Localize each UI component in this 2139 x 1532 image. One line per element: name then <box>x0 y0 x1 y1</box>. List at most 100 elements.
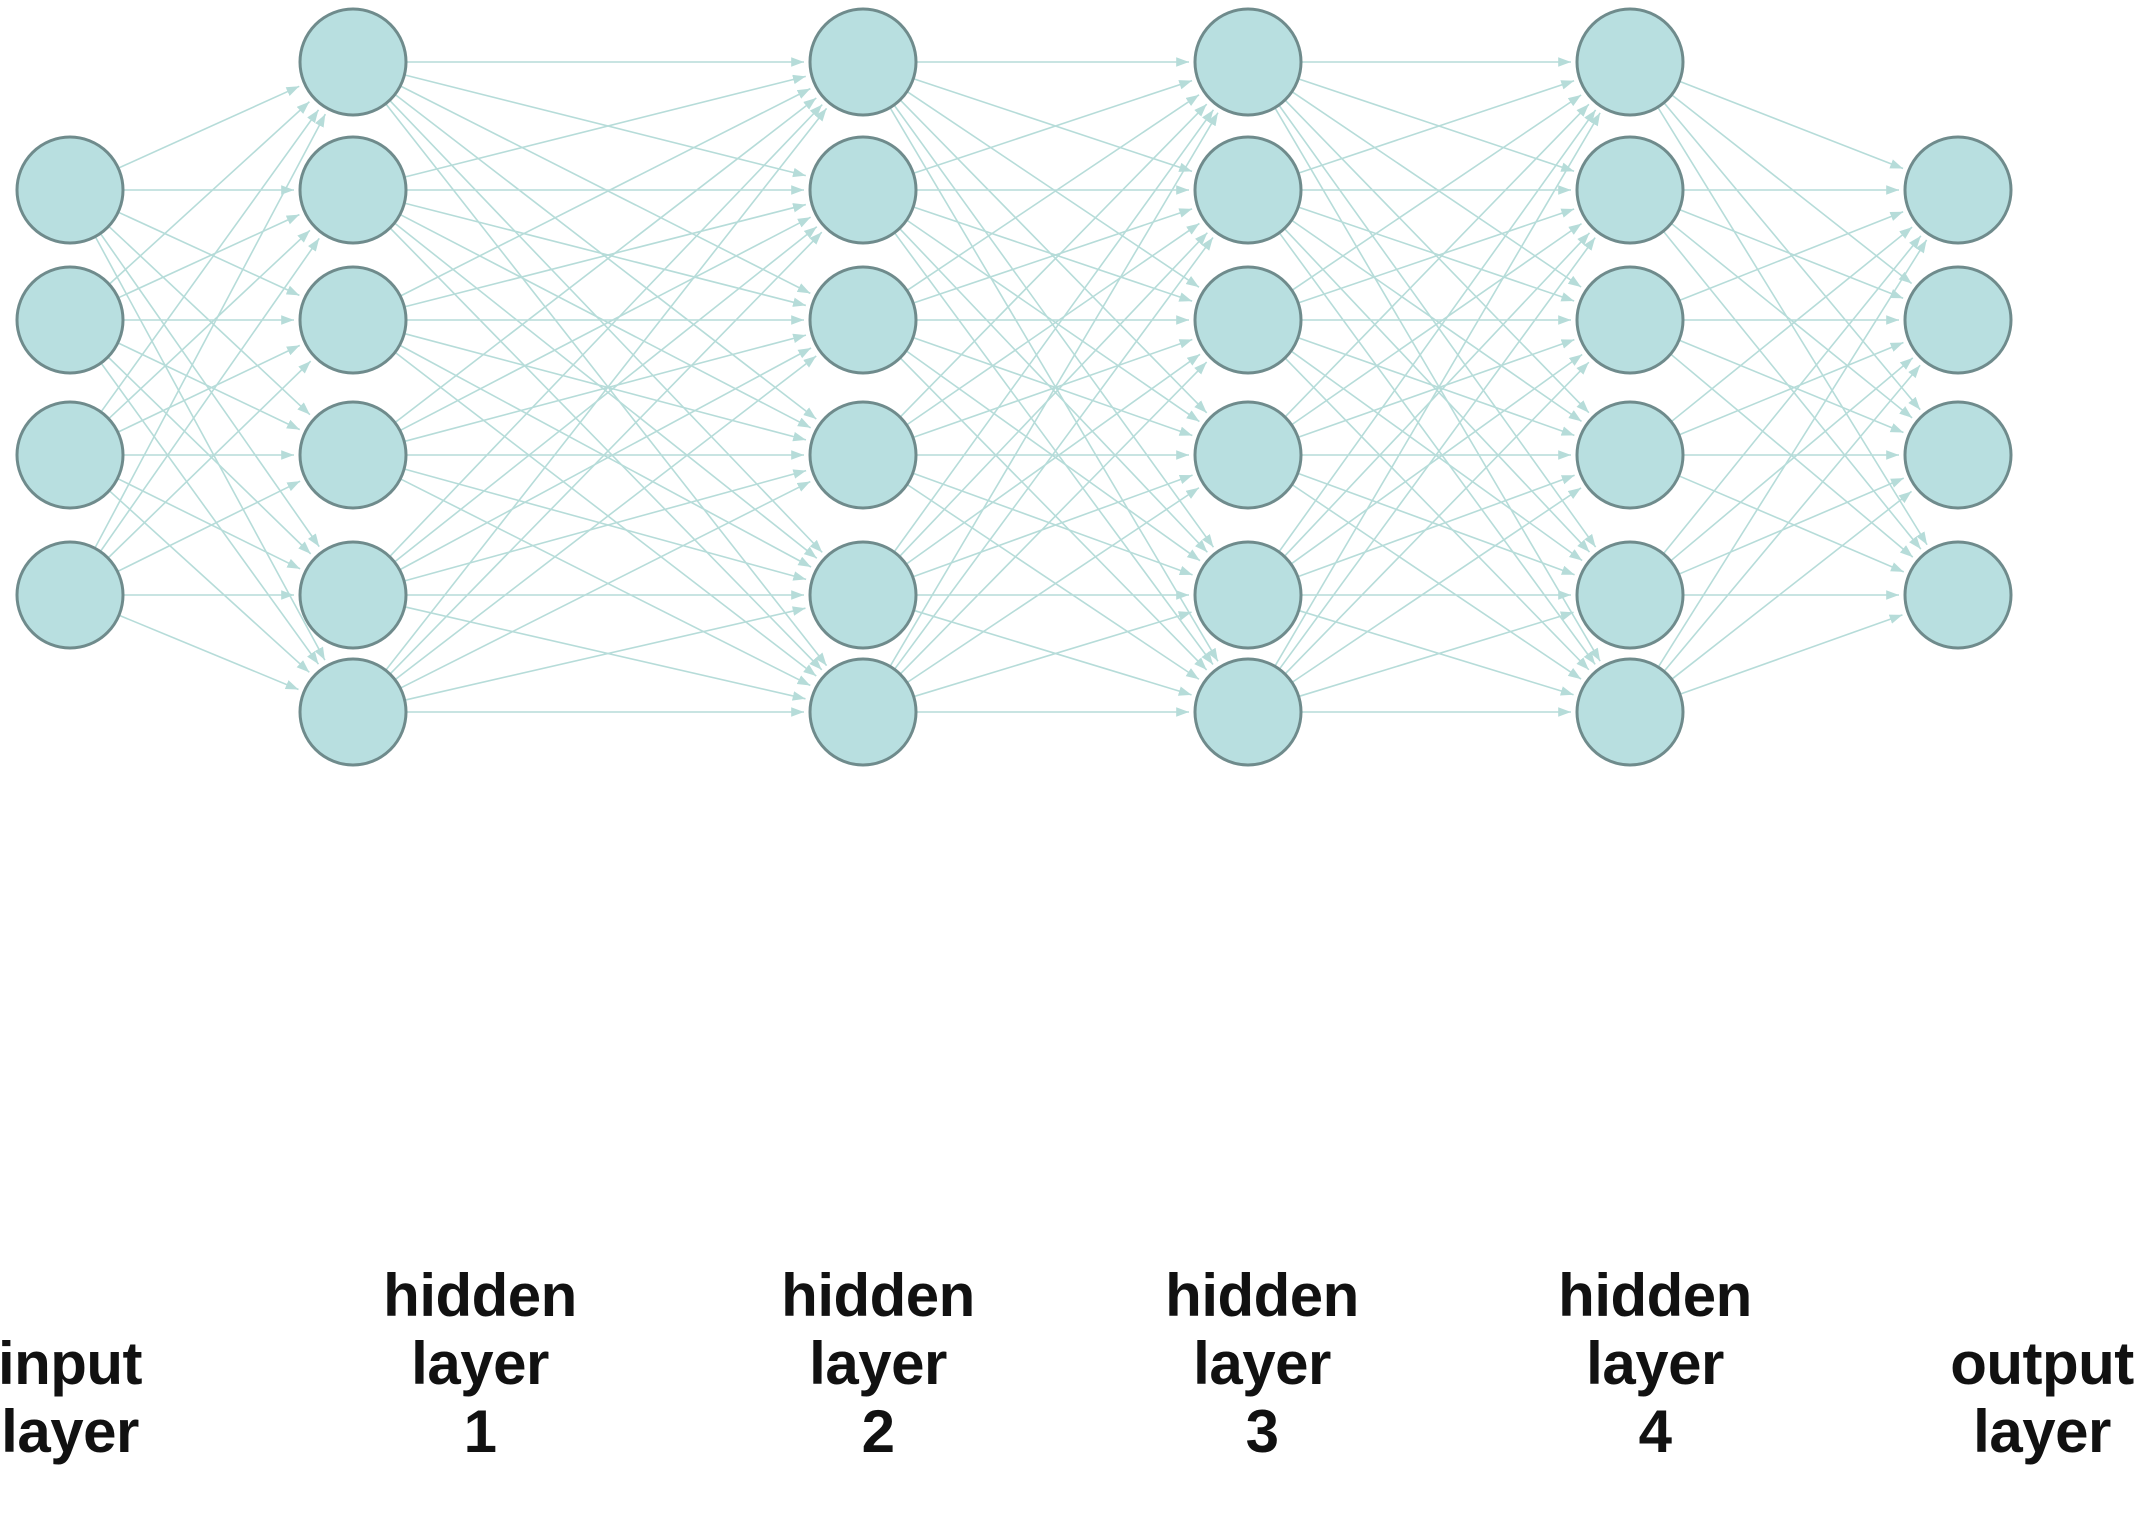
edge-hidden-4-2-to-output-2 <box>1679 339 1904 434</box>
edge-hidden-3-5-to-hidden-4-0 <box>1274 112 1601 666</box>
node-hidden-4-4[interactable] <box>1575 400 1685 510</box>
edge-hidden-2-4-to-hidden-3-1 <box>899 232 1208 557</box>
edge-input-0-to-hidden-1-0 <box>118 85 300 169</box>
node-hidden-1-5[interactable] <box>298 540 408 650</box>
node-hidden-4-2[interactable] <box>1575 135 1685 245</box>
edge-hidden-3-1-to-hidden-4-0 <box>1298 79 1575 174</box>
layer-label-line: 4 <box>1638 1397 1672 1465</box>
edge-hidden-2-4-to-hidden-3-3 <box>913 474 1193 578</box>
node-hidden-3-4[interactable] <box>1193 400 1303 510</box>
edge-hidden-3-0-to-hidden-4-4 <box>1278 105 1597 548</box>
node-hidden-1-4[interactable] <box>298 400 408 510</box>
edge-hidden-2-0-to-hidden-3-1 <box>913 78 1193 173</box>
node-output-4[interactable] <box>1903 540 2013 650</box>
node-hidden-3-2[interactable] <box>1193 135 1303 245</box>
node-hidden-4-6[interactable] <box>1575 657 1685 767</box>
node-hidden-2-4[interactable] <box>808 400 918 510</box>
node-output-1[interactable] <box>1903 135 2013 245</box>
node-hidden-2-5[interactable] <box>808 540 918 650</box>
edge-hidden-4-1-to-output-3 <box>1663 231 1922 550</box>
edge-hidden-2-0-to-hidden-3-4 <box>893 105 1215 548</box>
layer-label-line: 2 <box>861 1397 895 1465</box>
edge-hidden-1-1-to-hidden-2-4 <box>394 222 818 559</box>
edge-hidden-3-1-to-hidden-4-2 <box>1298 206 1575 302</box>
layer-label-line: output <box>1950 1330 2134 1397</box>
edge-hidden-3-2-to-hidden-4-3 <box>1298 337 1575 437</box>
edge-hidden-3-3-to-hidden-4-5 <box>1292 484 1582 680</box>
edge-hidden-4-5-to-output-1 <box>1664 364 1921 672</box>
edge-hidden-1-2-to-hidden-2-5 <box>395 352 817 677</box>
node-hidden-1-1[interactable] <box>298 7 408 117</box>
edge-input-0-to-hidden-1-4 <box>100 233 320 548</box>
edge-input-1-to-hidden-1-5 <box>100 363 320 665</box>
edges-group <box>94 57 1928 717</box>
edge-input-2-to-hidden-1-4 <box>118 478 301 570</box>
edge-hidden-1-3-to-hidden-2-5 <box>400 478 811 687</box>
node-output-3[interactable] <box>1903 400 2013 510</box>
edge-hidden-2-2-to-hidden-3-0 <box>907 94 1200 291</box>
edge-hidden-2-3-to-hidden-3-1 <box>907 222 1200 426</box>
node-hidden-3-6[interactable] <box>1193 657 1303 767</box>
edge-hidden-3-3-to-hidden-4-0 <box>1285 103 1590 417</box>
edge-input-0-to-hidden-1-5 <box>95 237 326 661</box>
node-hidden-2-1[interactable] <box>808 7 918 117</box>
node-hidden-3-1[interactable] <box>1193 7 1303 117</box>
edge-hidden-4-3-to-output-0 <box>1671 226 1913 422</box>
node-hidden-4-3[interactable] <box>1575 265 1685 375</box>
layer-label-line: input <box>0 1330 143 1397</box>
edge-input-1-to-hidden-1-0 <box>109 101 310 285</box>
node-hidden-3-5[interactable] <box>1193 540 1303 650</box>
node-hidden-2-6[interactable] <box>808 657 918 767</box>
edge-hidden-3-2-to-hidden-4-1 <box>1298 208 1575 304</box>
edge-input-3-to-hidden-1-1 <box>100 237 320 552</box>
edge-input-1-to-hidden-1-3 <box>118 342 301 431</box>
node-hidden-1-3[interactable] <box>298 265 408 375</box>
edge-hidden-2-3-to-hidden-3-0 <box>900 103 1208 417</box>
edge-hidden-3-2-to-hidden-4-5 <box>1285 358 1590 671</box>
edge-hidden-1-1-to-hidden-2-3 <box>400 214 812 429</box>
edge-hidden-1-5-to-hidden-2-4 <box>405 606 806 701</box>
edge-hidden-4-4-to-output-2 <box>1679 477 1905 575</box>
layer-label-line: 1 <box>463 1397 497 1465</box>
edge-hidden-3-4-to-hidden-4-1 <box>1284 232 1591 557</box>
edge-hidden-4-3-to-output-3 <box>1679 475 1905 573</box>
node-input-2[interactable] <box>15 265 125 375</box>
edge-hidden-1-0-to-hidden-2-1 <box>405 74 806 178</box>
edge-hidden-3-1-to-hidden-4-5 <box>1279 233 1596 665</box>
edge-input-3-to-hidden-1-5 <box>119 614 299 691</box>
node-input-1[interactable] <box>15 135 125 245</box>
layer-label-line: layer <box>1193 1329 1331 1397</box>
edge-hidden-3-4-to-hidden-4-2 <box>1291 353 1583 565</box>
edge-hidden-1-2-to-hidden-2-3 <box>404 333 807 442</box>
edge-hidden-1-5-to-hidden-2-1 <box>390 231 823 674</box>
edge-hidden-1-1-to-hidden-2-2 <box>405 202 807 307</box>
node-hidden-1-2[interactable] <box>298 135 408 245</box>
node-input-3[interactable] <box>15 400 125 510</box>
edge-hidden-3-4-to-hidden-4-3 <box>1298 474 1575 578</box>
edge-hidden-1-3-to-hidden-2-2 <box>404 333 807 442</box>
node-hidden-2-3[interactable] <box>808 265 918 375</box>
node-hidden-1-6[interactable] <box>298 657 408 767</box>
node-hidden-4-1[interactable] <box>1575 7 1685 117</box>
node-hidden-2-2[interactable] <box>808 135 918 245</box>
node-hidden-3-3[interactable] <box>1193 265 1303 375</box>
edge-hidden-3-5-to-hidden-4-2 <box>1285 361 1590 674</box>
edge-hidden-4-2-to-output-0 <box>1679 210 1904 301</box>
edge-hidden-4-4-to-output-1 <box>1670 357 1914 561</box>
node-input-4[interactable] <box>15 540 125 650</box>
edge-hidden-1-5-to-hidden-2-2 <box>395 355 817 680</box>
edge-hidden-3-1-to-hidden-4-3 <box>1291 220 1582 423</box>
edge-hidden-1-1-to-hidden-2-0 <box>405 74 806 178</box>
edge-hidden-2-1-to-hidden-3-2 <box>913 206 1193 302</box>
edge-hidden-2-3-to-hidden-3-5 <box>907 484 1200 680</box>
edge-hidden-4-0-to-output-0 <box>1680 80 1904 170</box>
edge-hidden-1-2-to-hidden-2-1 <box>405 203 807 308</box>
node-output-2[interactable] <box>1903 265 2013 375</box>
edge-hidden-1-0-to-hidden-2-3 <box>395 94 817 420</box>
node-hidden-4-5[interactable] <box>1575 540 1685 650</box>
